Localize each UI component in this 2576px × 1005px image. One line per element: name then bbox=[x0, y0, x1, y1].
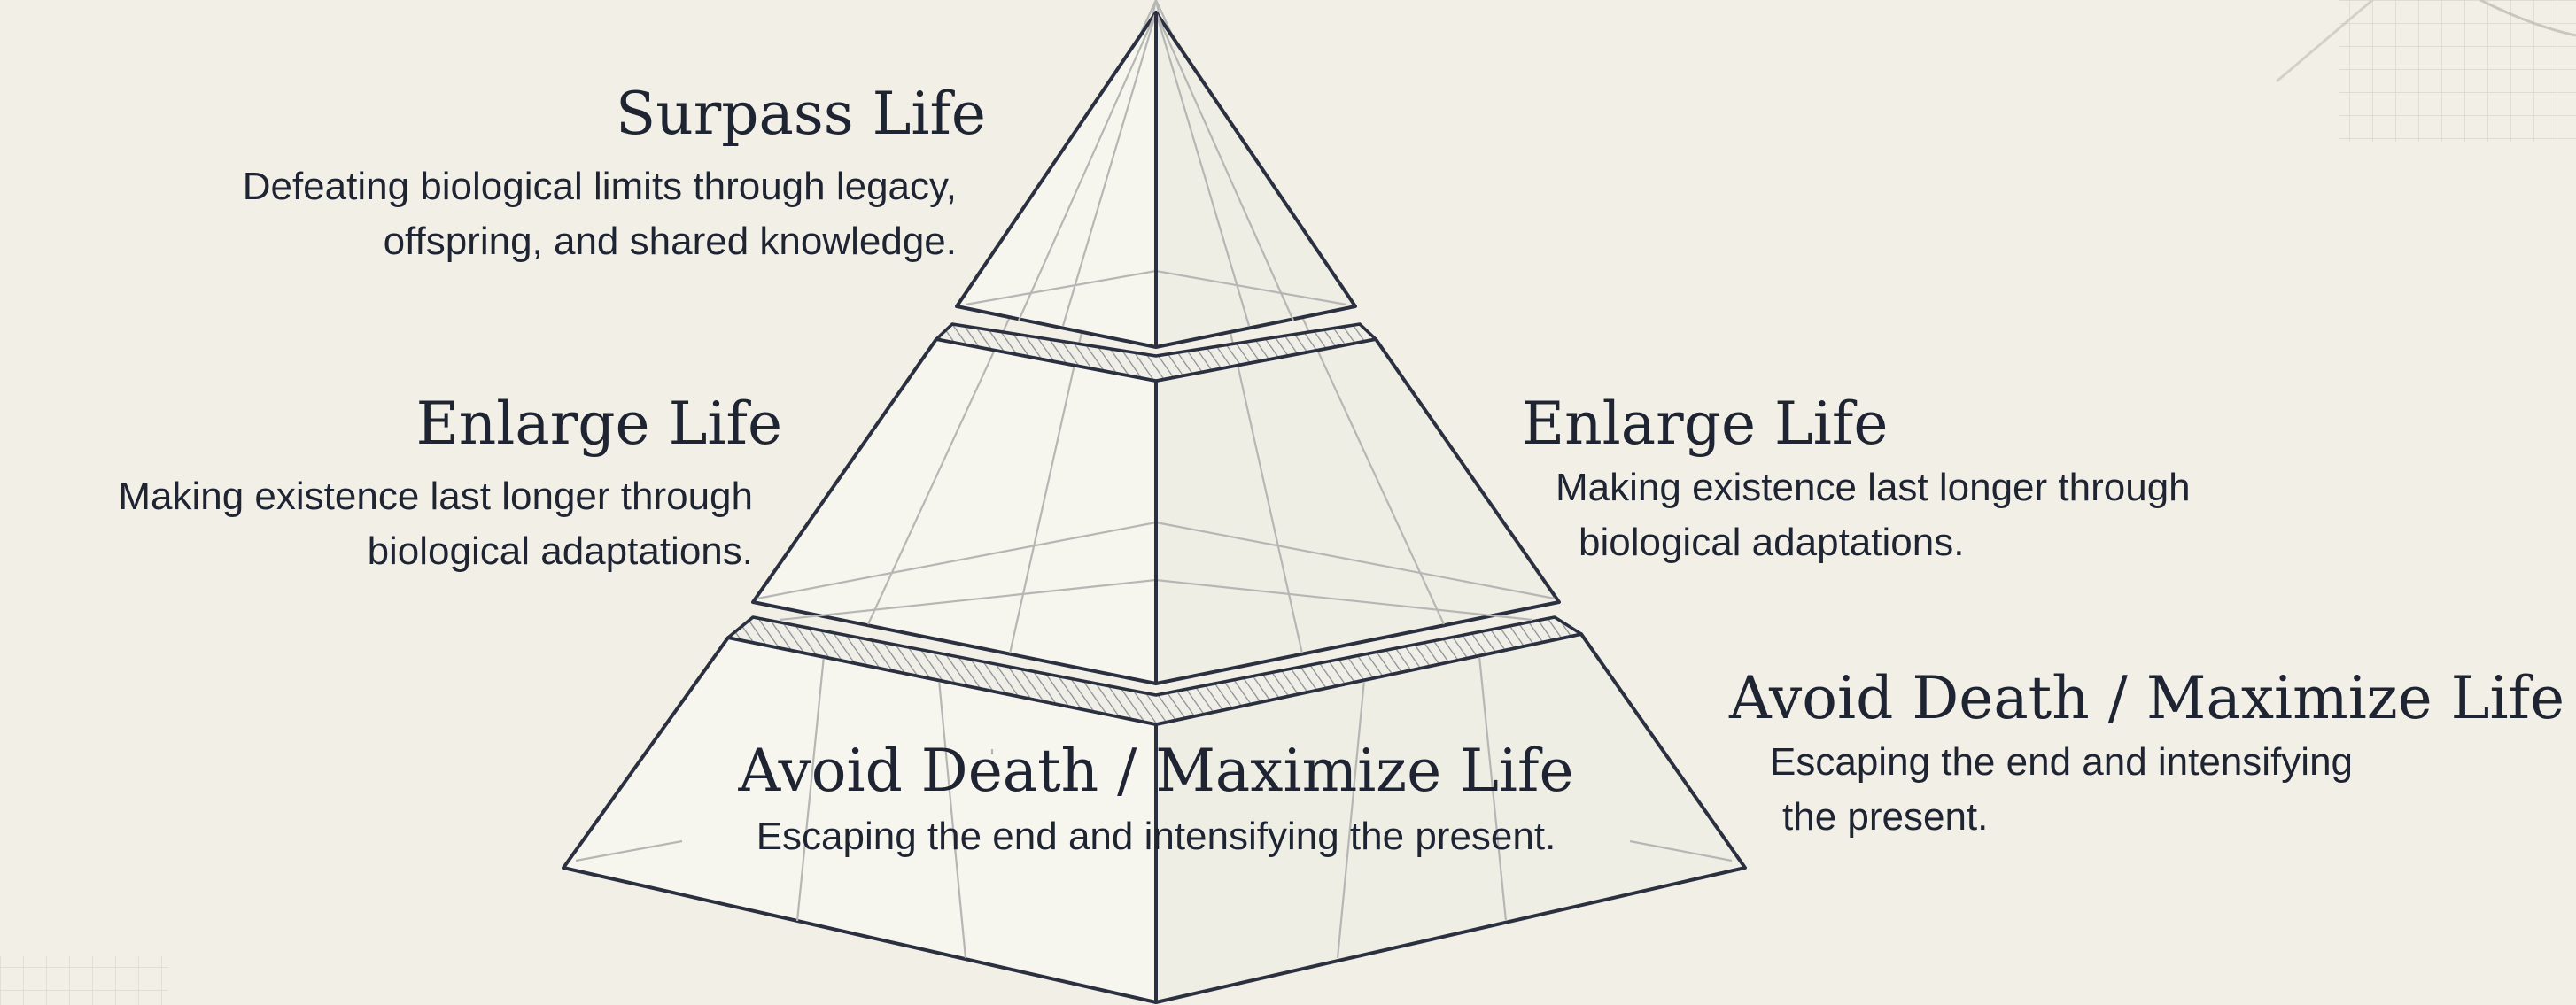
tier-desc-middle-line2: biological adaptations. bbox=[367, 530, 753, 573]
label-middle-right: Enlarge Life Making existence last longe… bbox=[1522, 395, 2191, 570]
tier-title-bottom: Avoid Death / Maximize Life bbox=[738, 737, 1574, 805]
tier-desc-middle-line1: Making existence last longer through bbox=[118, 475, 753, 518]
tier-desc-bottom-line1: Escaping the end and intensifying the pr… bbox=[756, 815, 1556, 858]
tier-desc-top-line2: offspring, and shared knowledge. bbox=[383, 220, 957, 263]
label-bottom-right: Avoid Death / Maximize Life Escaping the… bbox=[1729, 669, 2564, 845]
hatched-band-upper bbox=[935, 322, 1377, 383]
label-top-left: Surpass Life bbox=[616, 85, 986, 143]
side-desc-middle-right-line2: biological adaptations. bbox=[1579, 521, 1965, 564]
side-title-bottom-right: Avoid Death / Maximize Life bbox=[1729, 664, 2565, 732]
desc-top-left: Defeating biological limits through lega… bbox=[243, 159, 957, 269]
side-desc-bottom-right-line1: Escaping the end and intensifying bbox=[1770, 740, 2354, 784]
side-desc-middle-right-line1: Making existence last longer through bbox=[1556, 466, 2191, 509]
tier-title-top: Surpass Life bbox=[615, 80, 986, 148]
tier-desc-top-line1: Defeating biological limits through lega… bbox=[242, 165, 957, 208]
label-bottom-center: Avoid Death / Maximize Life Escaping the… bbox=[713, 742, 1599, 864]
pyramid-tier-top bbox=[955, 11, 1357, 349]
desc-middle-left: Making existence last longer through bio… bbox=[118, 469, 753, 579]
tier-title-middle: Enlarge Life bbox=[415, 390, 782, 458]
side-desc-bottom-right-line2: the present. bbox=[1782, 795, 1989, 839]
side-title-middle-right: Enlarge Life bbox=[1522, 390, 1889, 458]
label-middle-left: Enlarge Life bbox=[416, 395, 782, 453]
